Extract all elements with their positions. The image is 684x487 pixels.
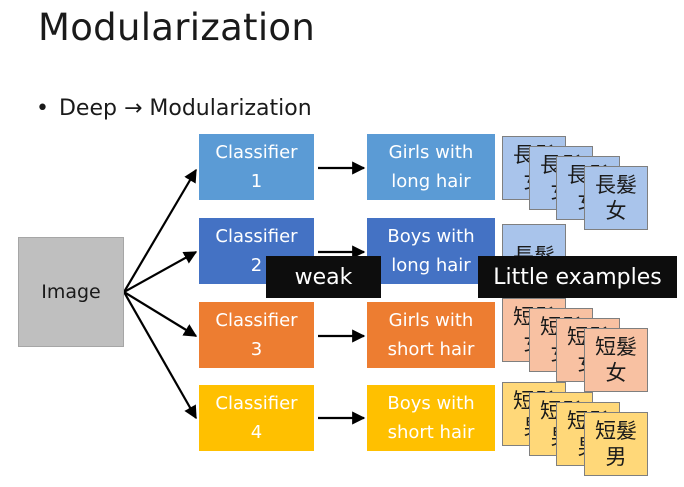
result-girls-short-hair-box: Girls with short hair (367, 302, 495, 368)
result-boys-long-hair-box: Boys with long hair (367, 218, 495, 284)
arrow-image-to-classifier-3 (123, 291, 198, 337)
example-card-long-girl-4: 長髮 女 (584, 166, 648, 230)
bullet-point: • Deep → Modularization (36, 96, 312, 121)
arrow-image-to-classifier-1 (123, 168, 197, 293)
arrow-image-to-classifier-4 (123, 291, 197, 420)
arrow-image-to-classifier-2 (123, 251, 198, 293)
little-examples-label: Little examples (478, 256, 677, 298)
example-card-short-girl-4: 短髮 女 (584, 328, 648, 392)
classifier-3-box: Classifier 3 (199, 302, 314, 368)
input-image-box: Image (18, 237, 124, 347)
slide-title: Modularization (38, 6, 316, 49)
result-girls-long-hair-box: Girls with long hair (367, 134, 495, 200)
example-card-short-boy-4: 短髮 男 (584, 412, 648, 476)
classifier-1-box: Classifier 1 (199, 134, 314, 200)
weak-label: weak (266, 256, 381, 298)
bullet-text: Deep → Modularization (58, 96, 312, 121)
result-boys-short-hair-box: Boys with short hair (367, 385, 495, 451)
bullet-dot: • (36, 96, 49, 121)
classifier-2-box: Classifier 2 (199, 218, 314, 284)
classifier-4-box: Classifier 4 (199, 385, 314, 451)
